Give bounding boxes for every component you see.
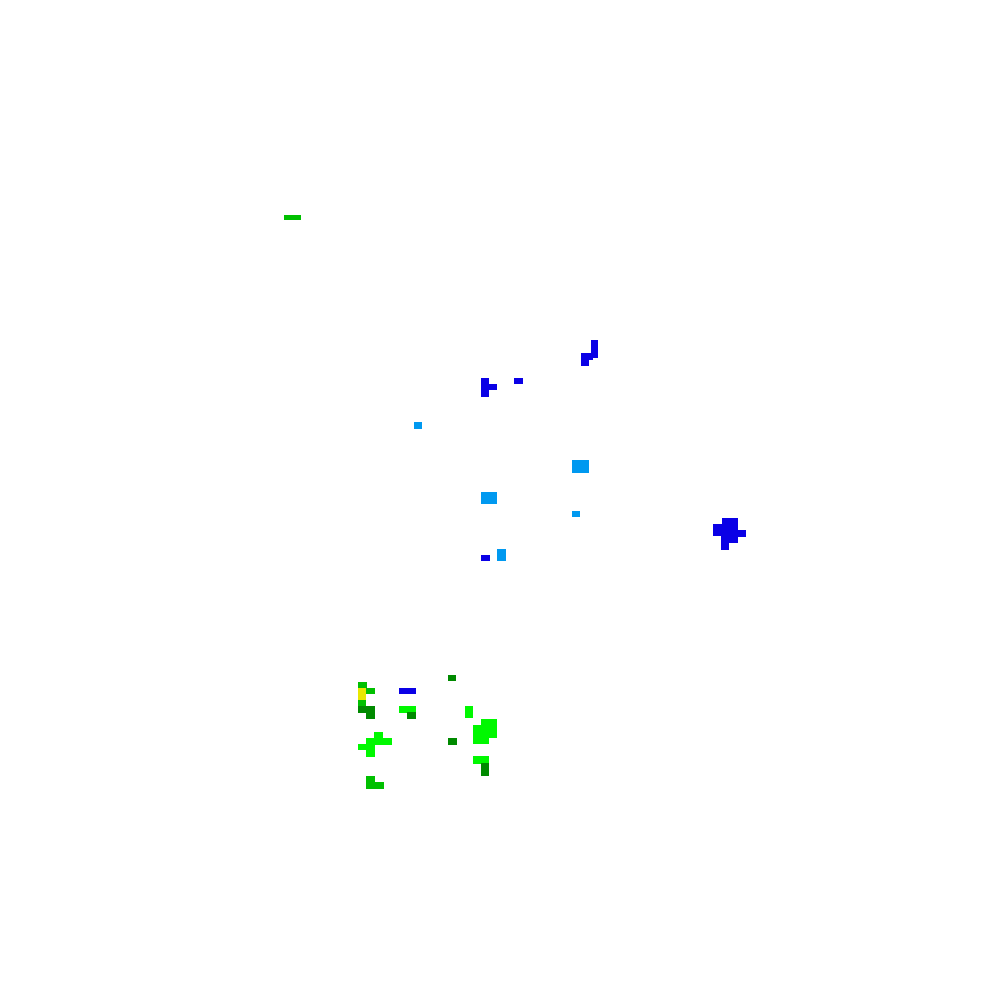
right-blue-cluster-cell — [713, 524, 738, 536]
lower-green-cluster-cell — [407, 712, 416, 719]
lower-green-cluster-cell — [448, 738, 457, 745]
central-light-blue-cluster-cell — [414, 422, 422, 429]
lower-green-cluster-cell — [358, 700, 366, 706]
right-blue-cluster-cell — [721, 536, 738, 543]
lower-green-cluster-cell — [448, 675, 456, 681]
central-blue-cluster-cell — [481, 555, 490, 561]
right-blue-cluster-cell — [738, 530, 746, 537]
lower-green-cluster-cell — [358, 744, 375, 750]
lower-green-cluster-cell — [473, 756, 489, 764]
central-light-blue-cluster-cell — [572, 460, 589, 473]
lower-green-cluster-cell — [366, 688, 375, 694]
lower-green-cluster-cell — [465, 706, 473, 718]
lower-green-cluster-cell — [358, 688, 366, 700]
central-light-blue-cluster-cell — [572, 511, 580, 517]
pixel-cells — [284, 215, 746, 789]
lower-green-cluster-cell — [399, 688, 416, 694]
lower-green-cluster-cell — [366, 776, 375, 783]
right-blue-cluster-cell — [721, 543, 729, 550]
central-blue-cluster-cell — [481, 378, 489, 397]
lower-green-cluster-cell — [481, 763, 489, 776]
lower-green-cluster-cell — [358, 682, 367, 688]
lower-green-cluster-cell — [366, 750, 375, 757]
lower-green-cluster-cell — [473, 725, 489, 744]
lower-green-cluster-cell — [366, 782, 384, 789]
upper-right-blue-cluster-cell — [581, 358, 589, 366]
lower-green-cluster-cell — [374, 732, 383, 739]
upper-right-blue-cluster-cell — [591, 340, 598, 358]
lower-green-cluster-cell — [366, 738, 392, 745]
central-blue-cluster-cell — [514, 378, 523, 384]
lower-green-cluster-cell — [358, 706, 375, 713]
upper-left-green-cluster-cell — [284, 215, 301, 220]
lower-green-cluster-cell — [399, 706, 416, 713]
central-light-blue-cluster-cell — [481, 492, 497, 504]
central-blue-cluster-cell — [486, 384, 497, 390]
central-light-blue-cluster-cell — [497, 549, 506, 561]
right-blue-cluster-cell — [722, 518, 738, 524]
lower-green-cluster-cell — [366, 712, 375, 719]
upper-right-blue-cluster-cell — [581, 353, 593, 360]
